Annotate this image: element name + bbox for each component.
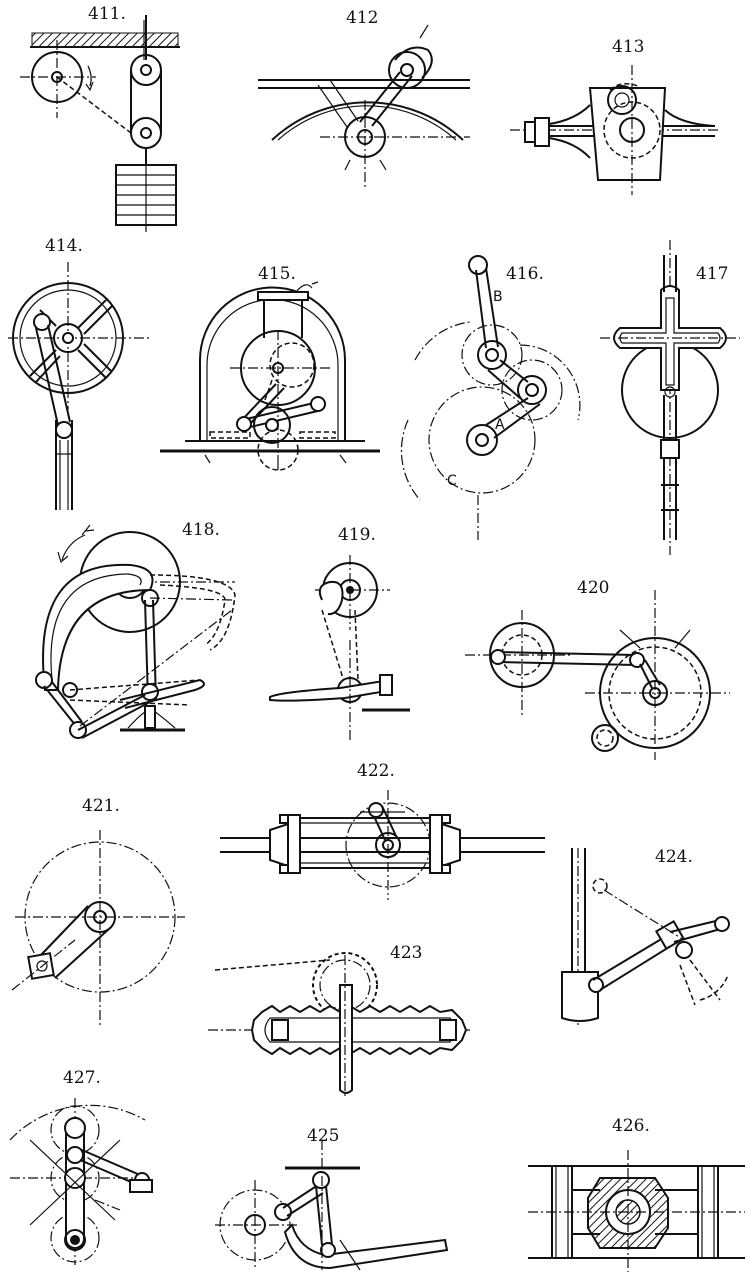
figure-label-415: 415. [258,264,296,284]
figure-424 [561,848,730,1025]
figure-label-419: 419. [338,525,376,545]
figure-423 [208,952,470,1098]
figure-label-423: 423 [390,943,423,963]
figure-label-412: 412 [346,8,379,28]
figure-418 [35,524,236,739]
figure-417 [600,240,740,555]
fig416-letter-c: C [447,473,457,489]
figure-413 [510,65,720,195]
figure-425 [215,1140,449,1271]
figure-412 [258,24,470,188]
figure-421 [11,830,185,1025]
figure-419 [269,555,410,740]
figure-label-426: 426. [612,1116,650,1136]
figure-427 [9,1098,153,1265]
figure-label-421: 421. [82,796,120,816]
figure-label-418: 418. [182,520,220,540]
fig416-letter-a: A [495,417,505,433]
figure-416 [400,255,581,540]
figure-label-425: 425 [307,1126,340,1146]
figure-label-413: 413 [612,37,645,57]
figure-label-420: 420 [577,578,610,598]
figure-label-422: 422. [357,761,395,781]
figure-422 [220,790,545,900]
figure-420 [465,590,730,760]
figure-label-427: 427. [63,1068,101,1088]
figure-414 [8,262,150,510]
figure-label-417: 417 [696,264,729,284]
figure-label-411: 411. [88,4,126,24]
fig416-letter-b: B [493,289,503,305]
figure-415 [160,281,380,471]
figure-411 [20,15,180,232]
figure-426 [528,1150,745,1272]
figure-label-416: 416. [506,264,544,284]
figure-label-414: 414. [45,236,83,256]
figure-label-424: 424. [655,847,693,867]
